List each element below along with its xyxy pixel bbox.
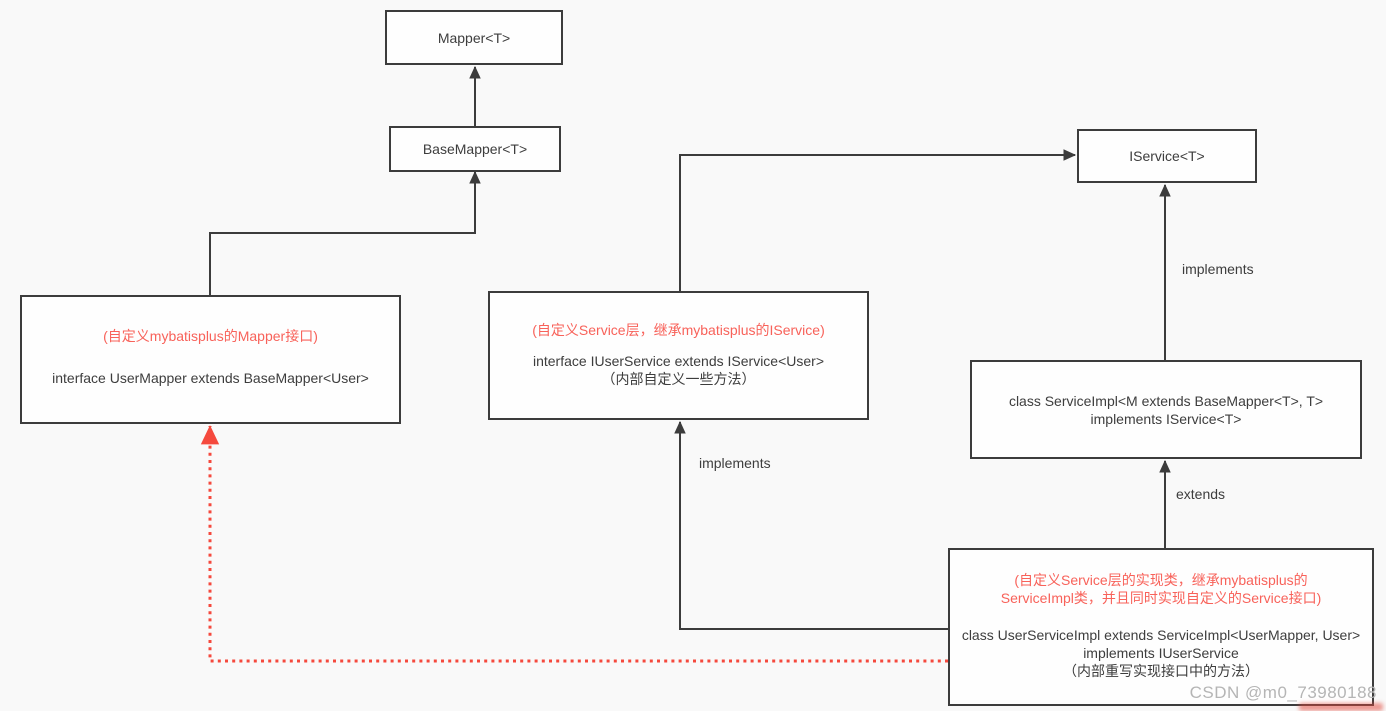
node-user-service-impl-code-line2: implements IUserService xyxy=(1083,645,1239,661)
node-user-service-impl-note-line2: ServiceImpl类，并且同时实现自定义的Service接口) xyxy=(1000,590,1322,606)
node-user-service-impl-detail: （内部重写实现接口中的方法） xyxy=(1063,663,1259,679)
edge-label-implements-iuserservice: implements xyxy=(699,455,771,471)
node-iservice-title: IService<T> xyxy=(1129,148,1205,164)
node-base-mapper-title: BaseMapper<T> xyxy=(422,141,528,157)
node-iuser-service-detail: （内部自定义一些方法） xyxy=(601,371,756,387)
node-iuser-service-code: interface IUserService extends IService<… xyxy=(532,353,824,369)
node-user-service-impl-code-line1: class UserServiceImpl extends ServiceImp… xyxy=(961,627,1361,643)
node-service-impl: class ServiceImpl<M extends BaseMapper<T… xyxy=(970,360,1362,459)
node-user-mapper: (自定义mybatisplus的Mapper接口) interface User… xyxy=(20,295,401,424)
red-smudge-artifact xyxy=(1299,703,1383,711)
csdn-watermark: CSDN @m0_73980188 xyxy=(1189,683,1377,702)
node-service-impl-code-line1: class ServiceImpl<M extends BaseMapper<T… xyxy=(1008,392,1324,409)
node-iuser-service-note: (自定义Service层，继承mybatisplus的IService) xyxy=(532,322,825,338)
edge-userserviceimpl-implements-iuserservice xyxy=(674,420,948,630)
edge-iuserservice-extends-iservice xyxy=(679,149,1077,291)
edge-label-extends-serviceimpl: extends xyxy=(1176,486,1226,502)
node-base-mapper: BaseMapper<T> xyxy=(389,126,561,172)
node-service-impl-code-line2: implements IService<T> xyxy=(1090,410,1242,427)
edge-usermapper-extends-basemapper xyxy=(209,170,481,295)
node-user-service-impl: (自定义Service层的实现类，继承mybatisplus的 ServiceI… xyxy=(948,548,1374,706)
edge-label-implements-iservice: implements xyxy=(1182,261,1254,277)
node-iservice: IService<T> xyxy=(1077,129,1257,183)
node-user-mapper-code: interface UserMapper extends BaseMapper<… xyxy=(52,370,369,386)
node-mapper-title: Mapper<T> xyxy=(437,29,511,46)
node-user-service-impl-note-line1: (自定义Service层的实现类，继承mybatisplus的 xyxy=(1014,572,1308,588)
node-mapper: Mapper<T> xyxy=(385,10,563,65)
node-iuser-service: (自定义Service层，继承mybatisplus的IService) int… xyxy=(488,291,869,420)
node-user-mapper-note: (自定义mybatisplus的Mapper接口) xyxy=(103,328,318,344)
edge-userserviceimpl-uses-usermapper-dotted xyxy=(200,425,948,663)
